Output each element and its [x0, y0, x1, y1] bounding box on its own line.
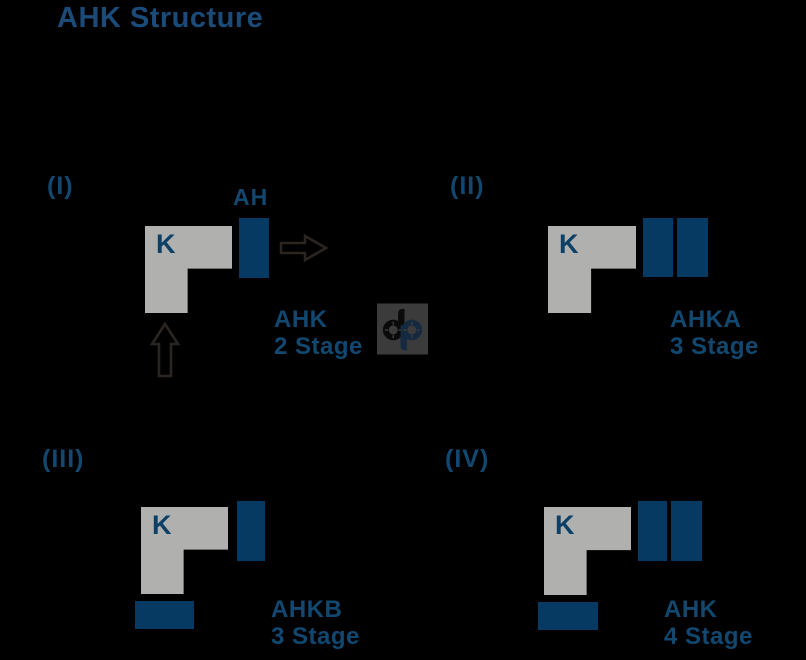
panel-3-caption: AHKB 3 Stage [271, 596, 360, 650]
panel-2-numeral: (II) [450, 172, 485, 200]
panel-3-stage: 3 Stage [271, 623, 360, 650]
panel-3-compressor-label: K [152, 510, 172, 540]
panel-1-caption: AHK 2 Stage [274, 306, 363, 360]
panel-1-numeral: (I) [47, 172, 74, 200]
panel-1-compressor-label: K [156, 229, 176, 259]
panel-4-caption: AHK 4 Stage [664, 596, 753, 650]
panel-1-ah-label: AH [233, 184, 269, 210]
panel-4-compressor-label: K [555, 510, 575, 540]
panel-4-stage: 4 Stage [664, 623, 753, 650]
panel-4-bypass-bar [538, 602, 598, 630]
panel-4-name: AHK [664, 596, 718, 623]
dp-logo-icon [377, 303, 428, 355]
panel-4-stage-bar-2 [671, 501, 702, 561]
page-title: AHK Structure [57, 2, 264, 34]
panel-2-stage-bar-1 [643, 218, 673, 277]
panel-1-name: AHK [274, 306, 328, 333]
panel-3-name: AHKB [271, 596, 343, 623]
panel-4-stage-bar-1 [638, 501, 667, 561]
panel-1-stage: 2 Stage [274, 333, 363, 360]
panel-3-bypass-bar [135, 601, 194, 629]
panel-3-numeral: (III) [42, 445, 85, 473]
panel-1-stage-bar [239, 218, 269, 278]
panel-3-stage-bar [237, 501, 265, 561]
panel-2-caption: AHKA 3 Stage [670, 306, 759, 360]
right-arrow-icon [279, 233, 329, 263]
up-arrow-icon [150, 322, 180, 378]
panel-2-stage: 3 Stage [670, 333, 759, 360]
panel-2-compressor-label: K [559, 229, 579, 259]
panel-2-name: AHKA [670, 306, 742, 333]
panel-2-stage-bar-2 [677, 218, 708, 277]
panel-4-numeral: (IV) [445, 445, 490, 473]
